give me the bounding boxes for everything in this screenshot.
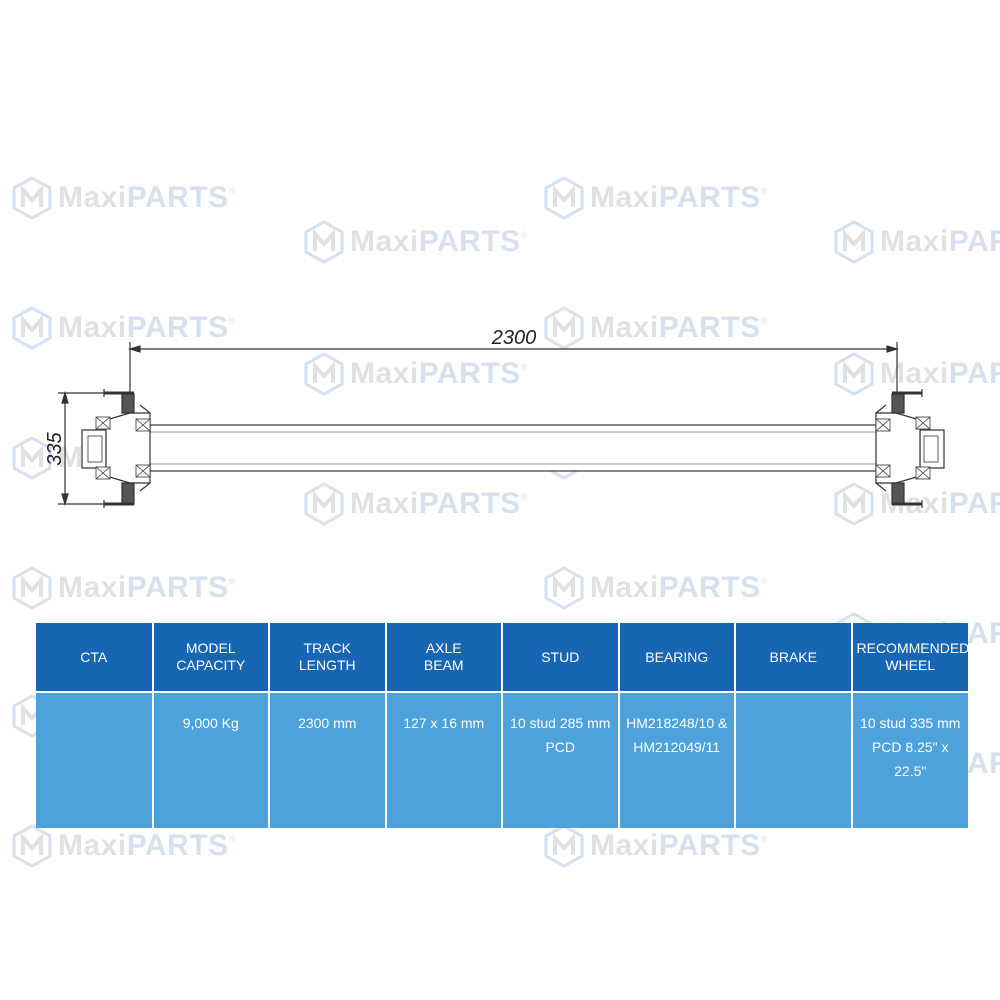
table-cell xyxy=(36,691,154,828)
watermark-word-maxi: Maxi xyxy=(590,829,659,862)
table-cell: 9,000 Kg xyxy=(152,691,270,828)
watermark-registered: ® xyxy=(760,834,768,844)
table-cell: 127 x 16 mm xyxy=(385,691,503,828)
table-header-cell: BRAKE xyxy=(735,623,853,692)
watermark-word-maxi: Maxi xyxy=(590,571,659,604)
watermark-word-maxi: Maxi xyxy=(58,571,127,604)
table-cell xyxy=(735,691,853,828)
watermark-word-parts: PARTS xyxy=(126,571,229,604)
watermark-registered: ® xyxy=(760,576,768,586)
watermark-registered: ® xyxy=(228,834,236,844)
watermark-word-parts: PARTS xyxy=(126,829,229,862)
hexagon-logo-icon xyxy=(544,566,584,610)
left-hub-assembly xyxy=(81,389,151,508)
table-header-cell: CTA xyxy=(36,623,154,692)
watermark-word-parts: PARTS xyxy=(658,829,761,862)
right-hub-assembly xyxy=(875,389,945,508)
hexagon-logo-icon xyxy=(12,824,52,868)
hexagon-logo-icon xyxy=(12,566,52,610)
axle-drawing: 2300 335 xyxy=(44,327,945,508)
table-header-cell: STUD xyxy=(502,623,620,692)
axle-beam xyxy=(147,424,879,472)
track-length-label: 2300 xyxy=(491,327,537,349)
table-cell: 2300 mm xyxy=(269,691,387,828)
watermark-word-maxi: Maxi xyxy=(58,829,127,862)
arrow-up-icon xyxy=(61,390,69,404)
table-cell: HM218248/10 & HM212049/11 xyxy=(618,691,736,828)
arrow-down-icon xyxy=(61,493,69,507)
arrow-right-icon xyxy=(886,345,900,353)
table-header-cell: BEARING xyxy=(618,623,736,692)
hub-height-label: 335 xyxy=(44,431,66,465)
table-cell: 10 stud 285 mm PCD xyxy=(502,691,620,828)
watermark-word-parts: PARTS xyxy=(658,571,761,604)
table-cell: 10 stud 335 mm PCD 8.25" x 22.5" xyxy=(851,691,968,828)
hexagon-logo-icon xyxy=(544,824,584,868)
watermark-registered: ® xyxy=(228,576,236,586)
arrow-left-icon xyxy=(127,345,141,353)
